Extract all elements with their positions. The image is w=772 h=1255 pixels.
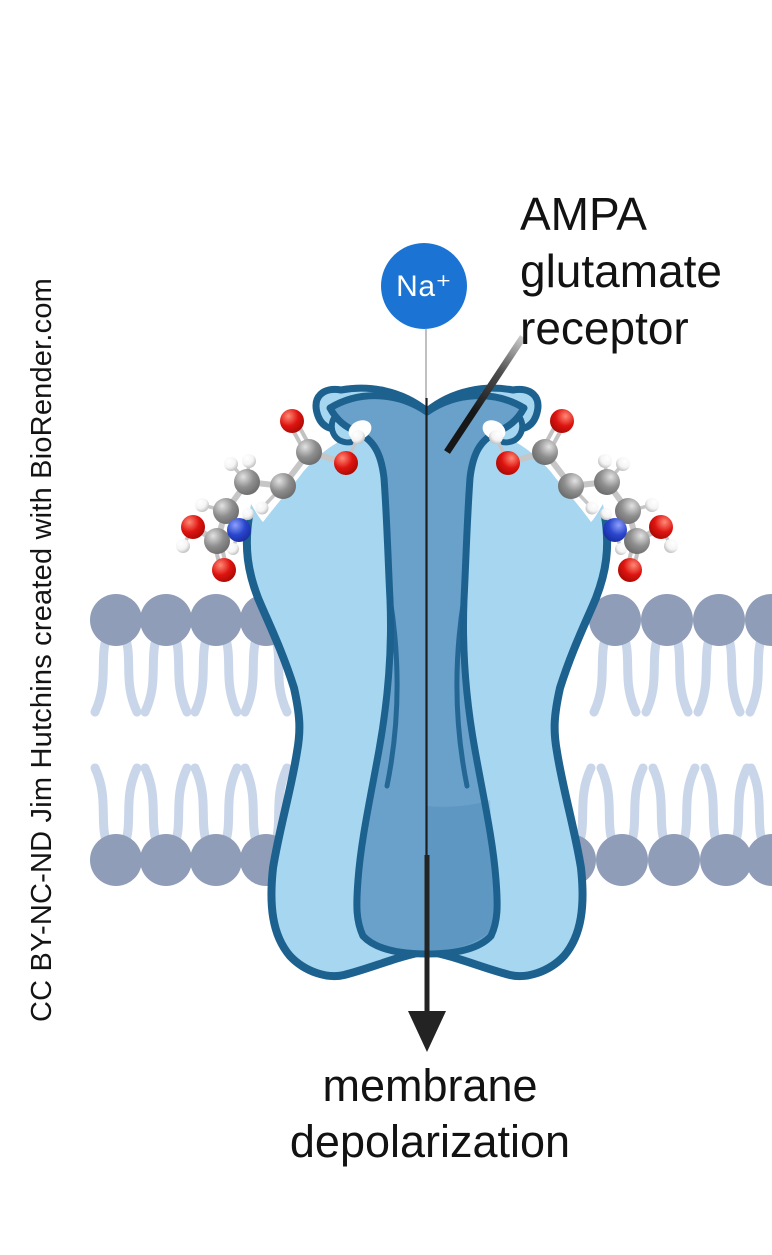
watermark-credit: CC BY-NC-ND Jim Hutchins created with Bi… bbox=[26, 277, 58, 1022]
arrowhead-icon bbox=[408, 1011, 446, 1052]
sodium-ion: Na⁺ bbox=[381, 243, 467, 329]
sodium-ion-label: Na⁺ bbox=[396, 269, 452, 303]
receptor-label: AMPA glutamate receptor bbox=[520, 188, 723, 354]
label-pointer-line bbox=[444, 335, 526, 454]
sodium-flow-arrow bbox=[408, 329, 446, 1052]
pore-shadow bbox=[427, 800, 495, 951]
pore-wall-right bbox=[454, 595, 470, 789]
membrane-depolarization-label: membrane depolarization bbox=[289, 1060, 571, 1167]
pore-wall-left bbox=[384, 595, 400, 789]
